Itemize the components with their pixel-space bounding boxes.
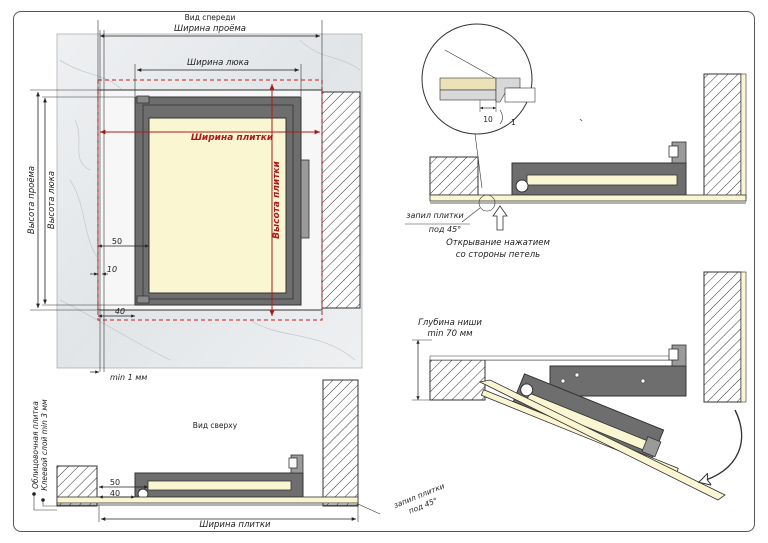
push-arrow-icon: [492, 205, 508, 231]
top-view-tile: [56, 496, 359, 504]
front-view-title: Вид спереди: [185, 13, 236, 22]
tile-width-label: Ширина плитки: [191, 133, 274, 143]
glue-layer-label: Клеевой слой min 3 мм: [40, 399, 49, 491]
hinge-top-icon: [136, 95, 150, 104]
front-min-gap: min 1 мм: [110, 373, 147, 382]
open-left-wall: [429, 359, 486, 401]
top-tile-width-label: Ширина плитки: [199, 520, 271, 530]
swing-arrow-icon: [700, 409, 743, 482]
zoom-detail-content: 10 1: [439, 49, 536, 127]
detail-open: Глубина ниши min 70 мм: [412, 271, 747, 501]
hatch-height-label: Высота люка: [47, 171, 57, 229]
opening-width-label: Ширина проёма: [174, 24, 246, 34]
opening-note-2: со стороны петель: [456, 250, 540, 260]
tile-height-label: Высота плитки: [272, 160, 282, 238]
niche-depth-2: min 70 мм: [427, 329, 473, 339]
front-dim-50: 50: [112, 237, 122, 246]
front-dim-10: 10: [107, 265, 117, 274]
zoom-dim-10: 10: [483, 115, 493, 124]
drawing-sheet-frame: [13, 11, 755, 532]
front-dim-40: 40: [115, 307, 125, 316]
tile-panel: [148, 117, 287, 294]
wall-section-hatch: [321, 91, 361, 309]
closed-tile: [429, 194, 747, 202]
opening-note-1: Открывание нажатием: [446, 238, 550, 248]
closed-tile-cut-2: под 45°: [429, 225, 461, 234]
detail-closed: 10 1 запил плитки под 45° Открывание наж…: [405, 23, 747, 260]
closed-tile-cut-1: запил плитки: [406, 211, 463, 220]
top-dim-50: 50: [110, 478, 120, 487]
zoom-dim-1: 1: [511, 118, 516, 127]
front-view: Вид спереди Ширина проёма Ширина люка Ши…: [27, 13, 363, 382]
niche-depth-1: Глубина ниши: [418, 318, 482, 328]
tile-outline-dashed: [97, 79, 323, 321]
closed-left-wall: [429, 156, 479, 196]
hinge-bottom-icon: [136, 295, 150, 304]
top-view-title: Вид сверху: [193, 421, 238, 430]
push-latch-icon: [300, 159, 310, 239]
closed-right-wall: [703, 73, 742, 199]
open-frame-body: [549, 365, 687, 397]
hatch-width-label: Ширина люка: [187, 58, 249, 68]
top-dim-40: 40: [110, 489, 120, 498]
closed-hinge-icon: [515, 179, 529, 193]
top-view-right-wall: [322, 379, 359, 507]
facing-tile-label: Облицовочная плитка: [31, 401, 40, 489]
open-right-wall: [703, 271, 742, 403]
opening-height-label: Высота проёма: [27, 166, 37, 234]
top-view: Вид сверху Облицовочная плитка Клеевой с…: [31, 379, 446, 530]
